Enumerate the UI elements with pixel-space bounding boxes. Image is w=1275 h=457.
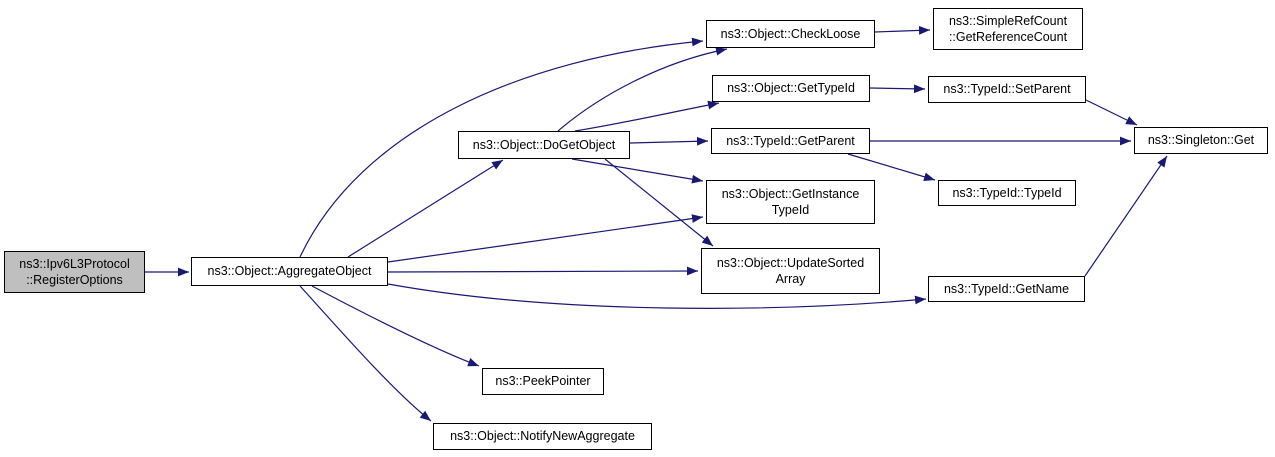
edge-get-name-to-singleton-get [1084,155,1168,277]
node-get-reference-count[interactable]: ns3::SimpleRefCount ::GetReferenceCount [933,8,1083,50]
node-check-loose[interactable]: ns3::Object::CheckLoose [706,20,875,48]
edge-set-parent-to-singleton-get [1085,99,1138,126]
edge-do-get-object-to-get-type-id [574,100,720,132]
edge-get-parent-to-type-id-constructor [847,153,936,182]
node-singleton-get[interactable]: ns3::Singleton::Get [1134,127,1268,154]
node-peek-pointer[interactable]: ns3::PeekPointer [482,368,604,395]
edge-do-get-object-to-check-loose [557,46,728,132]
node-set-parent[interactable]: ns3::TypeId::SetParent [928,76,1086,103]
node-get-name[interactable]: ns3::TypeId::GetName [928,276,1085,302]
node-notify-new-aggregate[interactable]: ns3::Object::NotifyNewAggregate [433,423,652,450]
edge-aggregate-object-to-get-instance-type-id [387,214,704,263]
node-update-sorted-array[interactable]: ns3::Object::UpdateSorted Array [701,248,880,294]
node-type-id-constructor[interactable]: ns3::TypeId::TypeId [938,180,1076,206]
node-register-options[interactable]: ns3::Ipv6L3Protocol ::RegisterOptions [4,251,145,293]
edge-aggregate-object-to-get-name [387,283,927,309]
edge-do-get-object-to-get-instance-type-id [571,158,704,184]
node-do-get-object[interactable]: ns3::Object::DoGetObject [458,131,630,159]
edge-aggregate-object-to-notify-new-aggregate [299,285,432,422]
edge-check-loose-to-get-reference-count [874,26,931,35]
edge-get-type-id-to-set-parent [869,84,926,94]
edge-aggregate-object-to-peek-pointer [311,285,480,367]
edge-aggregate-object-to-check-loose [299,37,704,258]
edge-do-get-object-to-get-parent [629,136,709,146]
node-get-type-id[interactable]: ns3::Object::GetTypeId [712,75,870,102]
edge-aggregate-object-to-update-sorted-array [387,266,699,276]
edge-do-get-object-to-update-sorted-array [604,158,714,247]
node-get-instance-type-id[interactable]: ns3::Object::GetInstance TypeId [706,180,875,224]
node-get-parent[interactable]: ns3::TypeId::GetParent [711,128,870,154]
node-aggregate-object[interactable]: ns3::Object::AggregateObject [191,257,388,286]
edge-aggregate-object-to-do-get-object [347,159,504,258]
